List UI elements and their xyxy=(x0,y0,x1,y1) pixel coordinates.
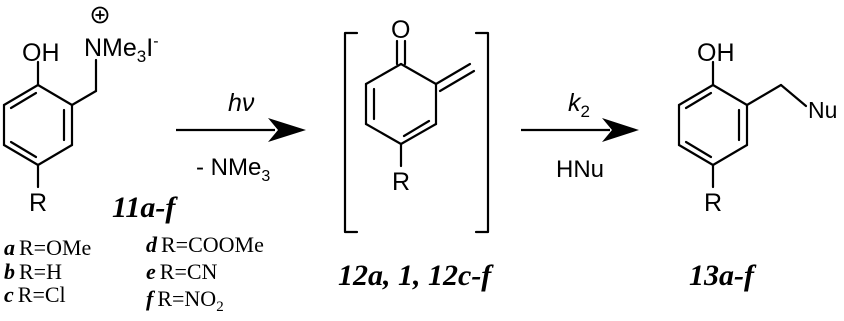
intermediate-brackets xyxy=(343,31,490,234)
reaction-arrow-1 xyxy=(176,118,306,142)
arrow-2-bottom-label: HNu xyxy=(556,156,604,183)
arrow-1-top-label: hν xyxy=(228,89,255,117)
substituent-r-1: R xyxy=(29,189,47,217)
quinone-methide-structure xyxy=(364,39,476,168)
molecule-11-structure xyxy=(2,6,109,189)
nucleophile-label: Nu xyxy=(808,97,837,123)
compound-label-11: 11a-f xyxy=(112,191,178,224)
arrow-2-top-label: k2 xyxy=(568,89,590,121)
carbonyl-oxygen-label: O xyxy=(391,16,410,44)
hydroxyl-label-1: OH xyxy=(22,39,60,67)
arrow-1-bottom-label: - NMe3 xyxy=(196,154,270,185)
compound-label-13: 13a-f xyxy=(689,259,757,292)
substituent-r-3: R xyxy=(704,189,722,217)
compound-label-12: 12a, 1, 12c-f xyxy=(338,259,494,292)
product-13-structure xyxy=(677,60,808,189)
ammonium-label: NMe3I- xyxy=(84,33,159,66)
reaction-arrow-2 xyxy=(521,118,639,142)
hydroxyl-label-2: OH xyxy=(697,39,735,67)
substituent-r-2: R xyxy=(392,168,410,196)
